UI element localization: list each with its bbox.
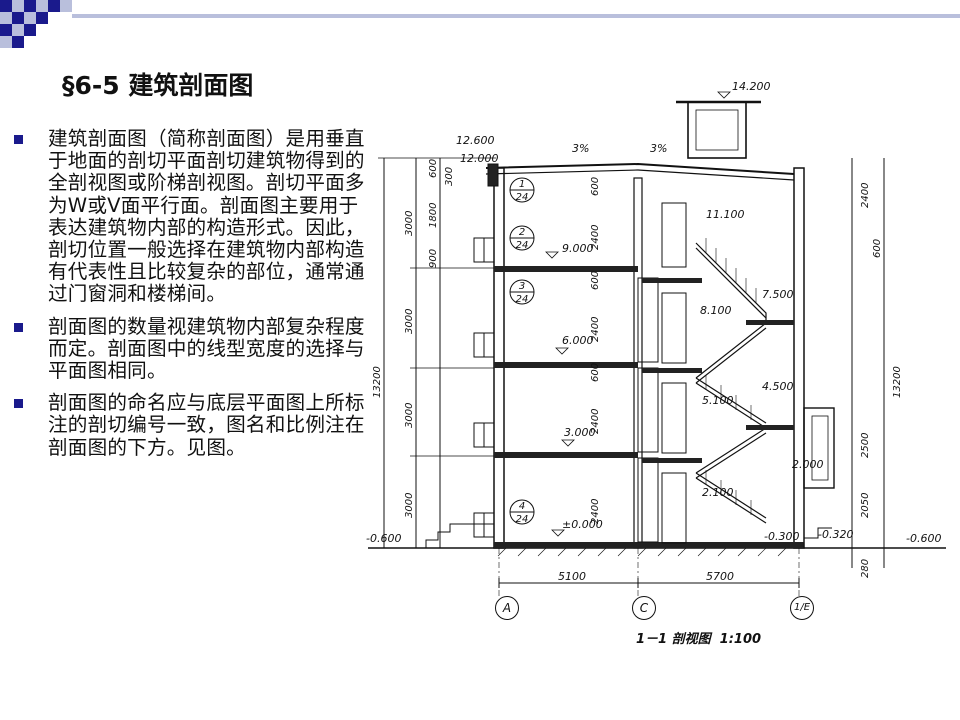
elevation-landing-2000: 2.000 [792, 458, 824, 471]
elevation-top: 14.200 [732, 80, 771, 93]
detail-mark-num: 1 [519, 179, 525, 190]
elevation-outside-left: -0.600 [366, 532, 401, 545]
dim-total-left: 13200 [372, 366, 383, 398]
dim-mid: 2400 [590, 499, 601, 524]
slide-title: §6-5 建筑剖面图 [62, 71, 254, 100]
elevation-landing-4500: 4.500 [762, 380, 794, 393]
dim-inner: 1800 [428, 203, 439, 228]
elevation-landing-8100: 8.100 [700, 304, 732, 317]
axis-label-c: C [632, 596, 656, 620]
dim-floor: 3000 [404, 211, 415, 236]
dim-right-inner: 2400 [860, 183, 871, 208]
elevation-ground: ±0.000 [562, 518, 603, 531]
span-5100: 5100 [558, 570, 586, 583]
dim-floor: 3000 [404, 493, 415, 518]
elevation-parapet: 12.600 [456, 134, 495, 147]
dim-inner: 900 [428, 249, 439, 268]
square-bullet-icon [14, 135, 23, 144]
detail-mark-num: 4 [519, 501, 525, 512]
dim-mid: 2400 [590, 317, 601, 342]
dim-inner: 300 [444, 167, 455, 186]
bullet-list: 建筑剖面图（简称剖面图）是用垂直于地面的剖切平面剖切建筑物得到的全剖视图或阶梯剖… [14, 127, 366, 469]
elevation-outside-right: -0.600 [906, 532, 941, 545]
elevation-landing-2100: 2.100 [702, 486, 734, 499]
dim-right-inner: 280 [860, 559, 871, 578]
dim-floor: 3000 [404, 403, 415, 428]
detail-mark-sheet: 24 [516, 514, 529, 525]
dim-right-inner: 2500 [860, 433, 871, 458]
bullet-item: 建筑剖面图（简称剖面图）是用垂直于地面的剖切平面剖切建筑物得到的全剖视图或阶梯剖… [14, 127, 366, 306]
square-bullet-icon [14, 322, 23, 332]
dim-mid: 2400 [590, 225, 601, 250]
corner-decoration [0, 0, 960, 48]
bullet-item: 剖面图的命名应与底层平面图上所标注的剖切编号一致，图名和比例注在剖面图的下方。见… [14, 392, 366, 459]
bullet-text: 剖面图的命名应与底层平面图上所标注的剖切编号一致，图名和比例注在剖面图的下方。见… [48, 391, 365, 459]
section-drawing: 14.200 12.600 12.000 9.000 6.000 3.000 ±… [366, 80, 946, 598]
detail-mark-sheet: 24 [516, 192, 529, 203]
dim-right-inner: 2050 [860, 493, 871, 518]
detail-mark-sheet: 24 [516, 240, 529, 251]
bullet-item: 剖面图的数量视建筑物内部复杂程度而定。剖面图中的线型宽度的选择与平面图相同。 [14, 314, 366, 383]
elevation-pit: -0.300 [764, 530, 799, 543]
detail-mark-num: 2 [519, 227, 525, 238]
elevation-landing-11100: 11.100 [706, 208, 745, 221]
detail-mark-num: 3 [519, 281, 525, 292]
bullet-text: 建筑剖面图（简称剖面图）是用垂直于地面的剖切平面剖切建筑物得到的全剖视图或阶梯剖… [48, 127, 365, 306]
detail-mark-sheet: 24 [516, 294, 529, 305]
dim-floor: 3000 [404, 309, 415, 334]
dim-mid: 600 [590, 271, 601, 290]
dim-mid: 600 [590, 177, 601, 196]
elevation-landing-7500: 7.500 [762, 288, 794, 301]
roof-slope-left: 3% [572, 142, 589, 155]
square-bullet-icon [14, 399, 23, 409]
bullet-text: 剖面图的数量视建筑物内部复杂程度而定。剖面图中的线型宽度的选择与平面图相同。 [48, 314, 365, 383]
axis-label-a: A [495, 596, 519, 620]
drawing-caption: 1－1 剖视图 1:100 [636, 632, 762, 647]
elevation-floor3: 6.000 [562, 334, 594, 347]
dim-mid: 2400 [590, 409, 601, 434]
axis-label-e: 1/E [790, 596, 814, 620]
elevation-roof: 12.000 [460, 152, 499, 165]
dim-mid: 600 [590, 363, 601, 382]
span-5700: 5700 [706, 570, 734, 583]
elevation-pit2: -0.320 [818, 528, 853, 541]
roof-slope-right: 3% [650, 142, 667, 155]
dim-right-inner: 600 [872, 239, 883, 258]
elevation-landing-5100: 5.100 [702, 394, 734, 407]
dim-inner: 600 [428, 159, 439, 178]
elevation-floor4: 9.000 [562, 242, 594, 255]
dim-total-right: 13200 [892, 366, 903, 398]
elevation-floor2: 3.000 [564, 426, 596, 439]
